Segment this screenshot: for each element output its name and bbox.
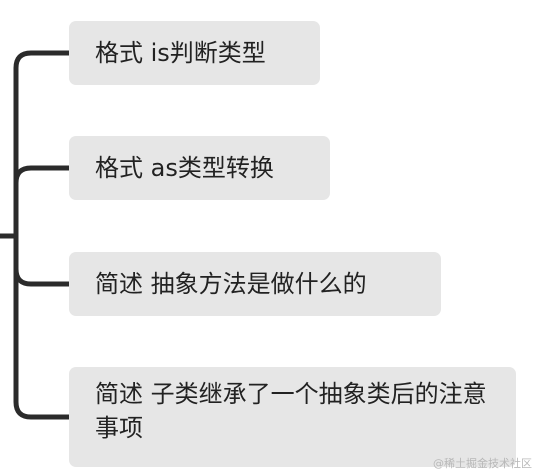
node-as-type-conversion[interactable]: 格式 as类型转换: [69, 136, 330, 200]
node-label: 格式 as类型转换: [95, 154, 274, 182]
branch-line-1: [13, 50, 72, 239]
branch-line-2: [13, 165, 72, 239]
node-is-type-check[interactable]: 格式 is判断类型: [69, 21, 320, 85]
branch-line-3: [13, 233, 72, 287]
node-label: 简述 抽象方法是做什么的: [95, 270, 367, 298]
node-label: 简述 子类继承了一个抽象类后的注意事项: [95, 380, 487, 442]
watermark: @稀土掘金技术社区: [433, 457, 532, 470]
node-label: 格式 is判断类型: [95, 39, 266, 67]
branch-line-4: [13, 233, 72, 420]
node-abstract-method[interactable]: 简述 抽象方法是做什么的: [69, 252, 441, 316]
node-abstract-class-inheritance[interactable]: 简述 子类继承了一个抽象类后的注意事项: [69, 367, 516, 467]
